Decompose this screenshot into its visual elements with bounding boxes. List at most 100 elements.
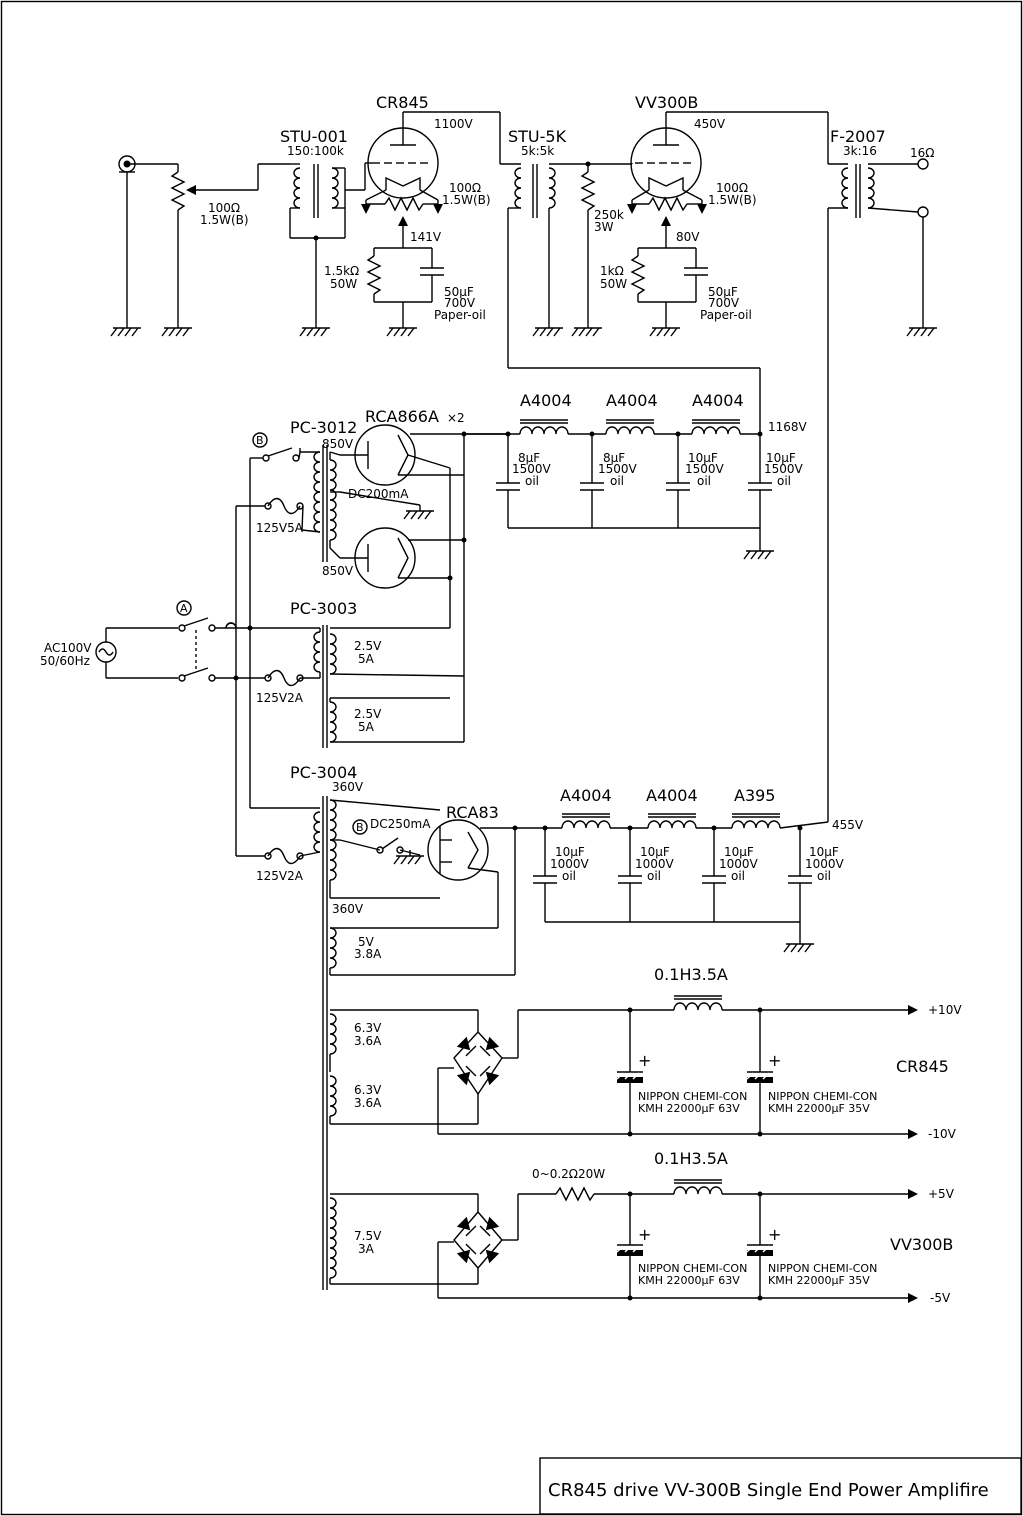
switch-b-lv-label: B xyxy=(356,821,364,834)
cr845-heater-plus: +10V xyxy=(928,1003,962,1017)
hv-ct-current: DC200mA xyxy=(348,487,409,501)
vv300b-cathode-voltage: 80V xyxy=(676,230,700,244)
vv300b-heater-cap2-maker: NIPPON CHEMI-CON xyxy=(768,1262,877,1275)
cr845-heater-label: CR845 xyxy=(896,1057,949,1076)
hv-filter-network: A4004 A4004 A4004 xyxy=(464,391,775,560)
lv-filter-network: A4004 A4004 A395 xyxy=(532,786,829,953)
switch-b-hv-label: B xyxy=(256,434,264,447)
cr845-tube-name: CR845 xyxy=(376,93,429,112)
filament-transformer-pc3003 xyxy=(236,625,465,748)
cr845-heater-cap2-spec: KMH 22000μF 35V xyxy=(768,1102,870,1115)
interstage-name: STU-5K xyxy=(508,127,567,146)
hv-rectifier-name: RCA866A xyxy=(365,407,439,426)
cr845-cathode-network xyxy=(366,247,445,337)
hv-transformer-pc3012 xyxy=(299,445,435,562)
lv-cap-4-voltage: 1000V xyxy=(805,857,845,871)
output-transformer-name: F-2007 xyxy=(830,127,886,146)
cr845-hum-pot xyxy=(361,189,443,248)
cr845-hum-pot-rating: 1.5W(B) xyxy=(442,193,491,207)
lv-cap-2-type: oil xyxy=(647,869,661,883)
title-box xyxy=(539,1457,1022,1515)
cr845-heater-minus: -10V xyxy=(928,1127,957,1141)
mains-voltage: AC100V xyxy=(44,641,92,655)
hv-cap-2-voltage: 1500V xyxy=(598,462,638,476)
diagram-title: CR845 drive VV-300B Single End Power Amp… xyxy=(548,1480,989,1501)
hv-fuse-rating: 125V5A xyxy=(256,521,304,535)
lv-cap-1-voltage: 1000V xyxy=(550,857,590,871)
vv300b-cathode-cap-voltage: 700V xyxy=(708,296,740,310)
cr845-cathode-cap-type: Paper-oil xyxy=(434,308,486,322)
speaker-impedance: 16Ω xyxy=(910,146,934,160)
hv-cap-3-type: oil xyxy=(697,474,711,488)
rca866a-lower xyxy=(329,431,467,742)
cr845-heater-choke-label: 0.1H3.5A xyxy=(654,965,728,984)
vv300b-heater-cap1-spec: KMH 22000μF 63V xyxy=(638,1274,740,1287)
svg-text:+: + xyxy=(768,1225,781,1244)
lv-choke-2-label: A4004 xyxy=(646,786,698,805)
vv300b-heater-supply: + + xyxy=(329,1179,918,1303)
vv300b-tube-name: VV300B xyxy=(635,93,698,112)
switch-a-label: A xyxy=(180,602,188,615)
cr845-heater-w2-current: 3.6A xyxy=(354,1096,382,1110)
hv-cap-3-voltage: 1500V xyxy=(685,462,725,476)
hv-secondary-bottom: 850V xyxy=(322,564,354,578)
vv300b-cathode-cap-type: Paper-oil xyxy=(700,308,752,322)
svg-text:+: + xyxy=(768,1051,781,1070)
vv300b-heater-minus: -5V xyxy=(930,1291,951,1305)
input-transformer-stu001 xyxy=(289,163,365,337)
lv-choke-1-label: A4004 xyxy=(560,786,612,805)
vv300b-heater-current: 3A xyxy=(358,1242,375,1256)
filament-transformer-name: PC-3003 xyxy=(290,599,357,618)
vv300b-heater-resistor: 0~0.2Ω20W xyxy=(532,1167,605,1181)
vv300b-heater-plus: +5V xyxy=(928,1187,955,1201)
filament-winding-2-current: 5A xyxy=(358,720,375,734)
interstage-ratio: 5k:5k xyxy=(521,144,554,158)
hv-cap-4-voltage: 1500V xyxy=(764,462,804,476)
vv300b-tube-symbol xyxy=(630,111,828,199)
grid-resistor-power: 3W xyxy=(594,220,614,234)
lv-cap-3-voltage: 1000V xyxy=(719,857,759,871)
vv300b-hum-pot-value: 100Ω xyxy=(716,181,748,195)
grid-resistor-250k xyxy=(571,161,632,337)
output-transformer-ratio: 3k:16 xyxy=(843,144,877,158)
vv300b-heater-cap1-maker: NIPPON CHEMI-CON xyxy=(638,1262,747,1275)
lv-rectifier-name: RCA83 xyxy=(446,803,499,822)
svg-text:+: + xyxy=(638,1051,651,1070)
switch-b-hv: B xyxy=(249,432,301,808)
vv300b-heater-label: VV300B xyxy=(890,1235,953,1254)
vv300b-heater-voltage: 7.5V xyxy=(354,1229,382,1243)
vv300b-hum-pot-rating: 1.5W(B) xyxy=(708,193,757,207)
vv300b-cathode-cap-value: 50μF xyxy=(708,285,738,299)
cr845-heater-cap2-maker: NIPPON CHEMI-CON xyxy=(768,1090,877,1103)
rca83-rectifier xyxy=(427,819,545,975)
lv-cap-3-value: 10μF xyxy=(724,845,754,859)
power-switch-a: A xyxy=(176,506,253,856)
lv-transformer-pc3004: B xyxy=(236,796,515,1290)
hv-choke-1-label: A4004 xyxy=(520,391,572,410)
input-transformer-ratio: 150:100k xyxy=(287,144,344,158)
hv-transformer-name: PC-3012 xyxy=(290,418,357,437)
mains-source xyxy=(95,627,178,679)
filament-winding-1-current: 5A xyxy=(358,652,375,666)
lv-choke-3-label: A395 xyxy=(734,786,775,805)
rca866a-upper xyxy=(329,424,508,486)
lv-ct-current: DC250mA xyxy=(370,817,431,831)
vv300b-cathode-res-value: 1kΩ xyxy=(600,264,624,278)
vv300b-heater-choke-label: 0.1H3.5A xyxy=(654,1149,728,1168)
input-pot-value: 100Ω xyxy=(208,201,240,215)
vv300b-cathode-network xyxy=(630,247,709,337)
lv-cap-4-type: oil xyxy=(817,869,831,883)
lv-output-voltage: 455V xyxy=(832,818,864,832)
input-pot-rating: 1.5W(B) xyxy=(200,213,249,227)
hv-cap-3-value: 10μF xyxy=(688,451,718,465)
interstage-transformer-stu5k xyxy=(499,112,590,368)
hv-cap-2-type: oil xyxy=(610,474,624,488)
lv-cap-1-type: oil xyxy=(562,869,576,883)
hv-cap-1-voltage: 1500V xyxy=(512,462,552,476)
cr845-heater-supply: + + xyxy=(329,995,918,1139)
cr845-heater-w2-voltage: 6.3V xyxy=(354,1083,382,1097)
grid-resistor-value: 250k xyxy=(594,208,624,222)
cr845-hum-pot-value: 100Ω xyxy=(449,181,481,195)
